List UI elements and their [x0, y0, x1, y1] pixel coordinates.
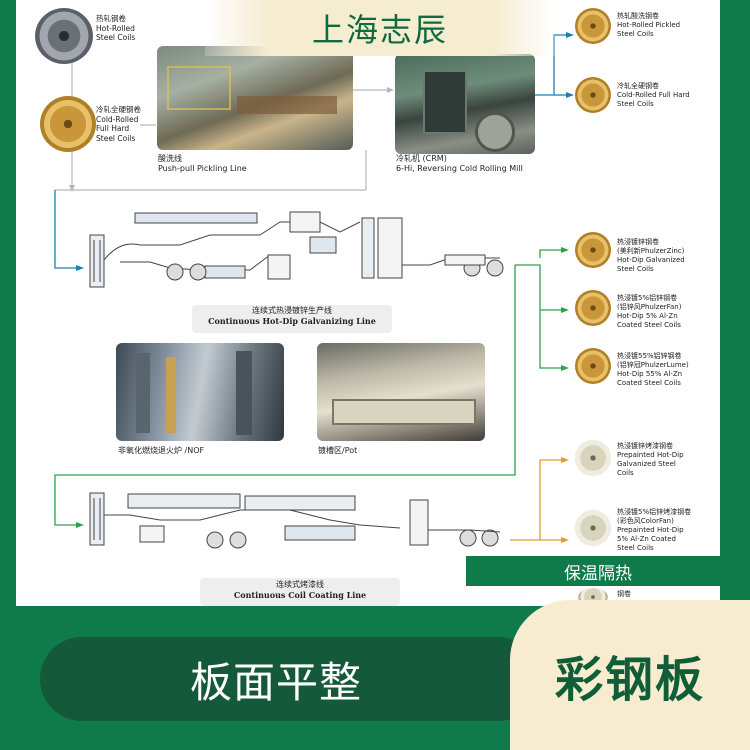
hot-pickled-label: 热轧酸洗钢卷 Hot-Rolled Pickled Steel Coils — [617, 12, 680, 39]
galv-output-2-label: 热浸镀5%铝锌钢卷 (铝锌风PhulzerFan) Hot-Dip 5% Al-… — [617, 294, 681, 330]
coating-line-title: 连续式烤漆线 Continuous Coil Coating Line — [200, 580, 400, 601]
arrow-into-coating-line — [54, 265, 516, 526]
nof-caption: 非氧化燃烧退火炉 /NOF — [118, 446, 205, 455]
galv-output-3-l4: Coated Steel Coils — [617, 379, 681, 387]
hot-rolled-label: 热轧钢卷 Hot-Rolled Steel Coils — [96, 14, 135, 43]
coating-line-title-cn: 连续式烤漆线 — [276, 580, 324, 589]
hot-rolled-en1: Hot-Rolled — [96, 23, 135, 33]
hot-pickled-en1: Hot-Rolled Pickled — [617, 21, 681, 29]
coat-output-2-label: 热浸镀5%铝锌烤漆钢卷 (彩色风ColorFan) Prepainted Hot… — [617, 508, 691, 553]
coating-line-schematic — [89, 492, 501, 549]
cold-full-hard-en1: Cold-Rolled Full Hard — [617, 91, 690, 99]
cold-rolled-coil-icon — [40, 96, 96, 152]
cold-full-hard-en2: Steel Coils — [617, 100, 654, 108]
hot-rolled-cn: 热轧钢卷 — [96, 14, 126, 23]
coating-line-banner — [200, 578, 400, 606]
pickling-caption-cn: 酸洗线 — [158, 154, 182, 163]
galv-output-2-l2: (铝锌风PhulzerFan) — [617, 303, 682, 311]
galv-output-3-label: 热浸镀55%铝锌钢卷 (铝锌冠PhulzerLume) Hot-Dip 55% … — [617, 352, 689, 388]
crm-caption-en: 6-Hi, Reversing Cold Rolling Mill — [396, 164, 523, 173]
galv-line-title: 连续式热浸镀锌生产线 Continuous Hot-Dip Galvanizin… — [192, 306, 392, 327]
hot-rolled-en2: Steel Coils — [96, 33, 136, 42]
galv-output-3-l3: Hot-Dip 55% Al-Zn — [617, 370, 683, 378]
galv-output-1-l2: (美利新PhulzerZinc) — [617, 247, 685, 255]
coat-output-2-l3: Prepainted Hot-Dip — [617, 526, 684, 534]
crm-caption-cn: 冷轧机 (CRM) — [396, 154, 447, 163]
cold-rolled-label: 冷轧全硬钢卷 Cold-Rolled Full Hard Steel Coils — [96, 105, 141, 143]
crm-caption: 冷轧机 (CRM) 6-Hi, Reversing Cold Rolling M… — [396, 154, 523, 174]
side-feature-label: 保温隔热 — [564, 563, 632, 584]
product-name: 彩钢板 — [554, 652, 705, 708]
coat-output-1-l4: Coils — [617, 469, 634, 477]
coat-output-2-l4: 5% Al-Zn Coated — [617, 535, 677, 543]
cold-full-hard-coil-icon — [575, 77, 611, 113]
galv-output-1-label: 热浸镀锌钢卷 (美利新PhulzerZinc) Hot-Dip Galvaniz… — [617, 238, 685, 274]
company-title-banner: 上海志辰 — [205, 0, 555, 56]
company-title: 上海志辰 — [311, 11, 448, 49]
coat-output-3-label: 钢卷 — [617, 590, 631, 598]
pot-caption: 镀槽区/Pot — [318, 446, 358, 455]
galv-output-3-l2: (铝锌冠PhulzerLume) — [617, 361, 689, 369]
cold-full-hard-cn: 冷轧全硬钢卷 — [617, 82, 659, 90]
galv-output-2-coil-icon — [575, 290, 611, 326]
coat-output-2-coil-icon — [575, 510, 611, 546]
galv-output-3-coil-icon — [575, 348, 611, 384]
cold-rolled-en2: Full Hard — [96, 124, 130, 133]
pickling-line-photo — [157, 46, 353, 150]
coat-output-1-l2: Prepainted Hot-Dip — [617, 451, 684, 459]
galv-output-3-l1: 热浸镀55%铝锌钢卷 — [617, 352, 682, 360]
cold-rolled-en3: Steel Coils — [96, 133, 136, 143]
feature-pill-label: 板面平整 — [190, 657, 363, 707]
coat-output-1-label: 热浸镀锌烤漆钢卷 Prepainted Hot-Dip Galvanized S… — [617, 442, 684, 478]
coat-output-1-l1: 热浸镀锌烤漆钢卷 — [617, 442, 673, 450]
side-feature-strip: 保温隔热 — [466, 556, 750, 586]
galv-output-1-coil-icon — [575, 232, 611, 268]
cold-rolled-en1: Cold-Rolled — [96, 114, 139, 124]
hot-pickled-cn: 热轧酸洗钢卷 — [617, 12, 659, 20]
galv-output-1-l3: Hot-Dip Galvanized — [617, 256, 685, 264]
feature-pill: 板面平整 — [40, 637, 540, 721]
arrow-to-top-outputs — [533, 34, 570, 96]
hot-rolled-coil-icon — [35, 8, 93, 64]
hot-pickled-coil-icon — [575, 8, 611, 44]
galv-output-2-l4: Coated Steel Coils — [617, 321, 681, 329]
galv-output-2-l1: 热浸镀5%铝锌钢卷 — [617, 294, 678, 302]
galv-line-banner — [192, 305, 392, 333]
galv-line-title-cn: 连续式热浸镀锌生产线 — [252, 306, 332, 315]
coating-line-title-en: Continuous Coil Coating Line — [233, 590, 367, 600]
crm-photo — [395, 54, 535, 154]
galv-line-title-en: Continuous Hot-Dip Galvanizing Line — [208, 316, 376, 326]
arrow-coat-outputs — [510, 459, 565, 541]
galv-output-1-l4: Steel Coils — [617, 265, 654, 273]
coat-output-2-l1: 热浸镀5%铝锌烤漆钢卷 — [617, 508, 692, 516]
galv-output-2-l3: Hot-Dip 5% Al-Zn — [617, 312, 678, 320]
galv-line-schematic — [89, 211, 504, 288]
coat-output-1-coil-icon — [575, 440, 611, 476]
cold-rolled-cn: 冷轧全硬钢卷 — [96, 105, 141, 114]
arrow-galv-outputs — [515, 264, 565, 311]
hot-pickled-en2: Steel Coils — [617, 30, 654, 38]
pickling-caption-en: Push-pull Pickling Line — [158, 164, 247, 173]
coat-output-2-l5: Steel Coils — [617, 544, 654, 552]
cold-full-hard-label: 冷轧全硬钢卷 Cold-Rolled Full Hard Steel Coils — [617, 82, 690, 109]
product-name-panel: 彩钢板 — [510, 600, 750, 750]
coat-output-1-l3: Galvanized Steel — [617, 460, 676, 468]
nof-photo — [116, 343, 284, 441]
arrow-into-galv-line — [54, 190, 80, 269]
galv-output-1-l1: 热浸镀锌钢卷 — [617, 238, 659, 246]
coat-output-2-l2: (彩色风ColorFan) — [617, 517, 674, 525]
pot-photo — [317, 343, 485, 441]
pickling-caption: 酸洗线 Push-pull Pickling Line — [158, 154, 247, 174]
